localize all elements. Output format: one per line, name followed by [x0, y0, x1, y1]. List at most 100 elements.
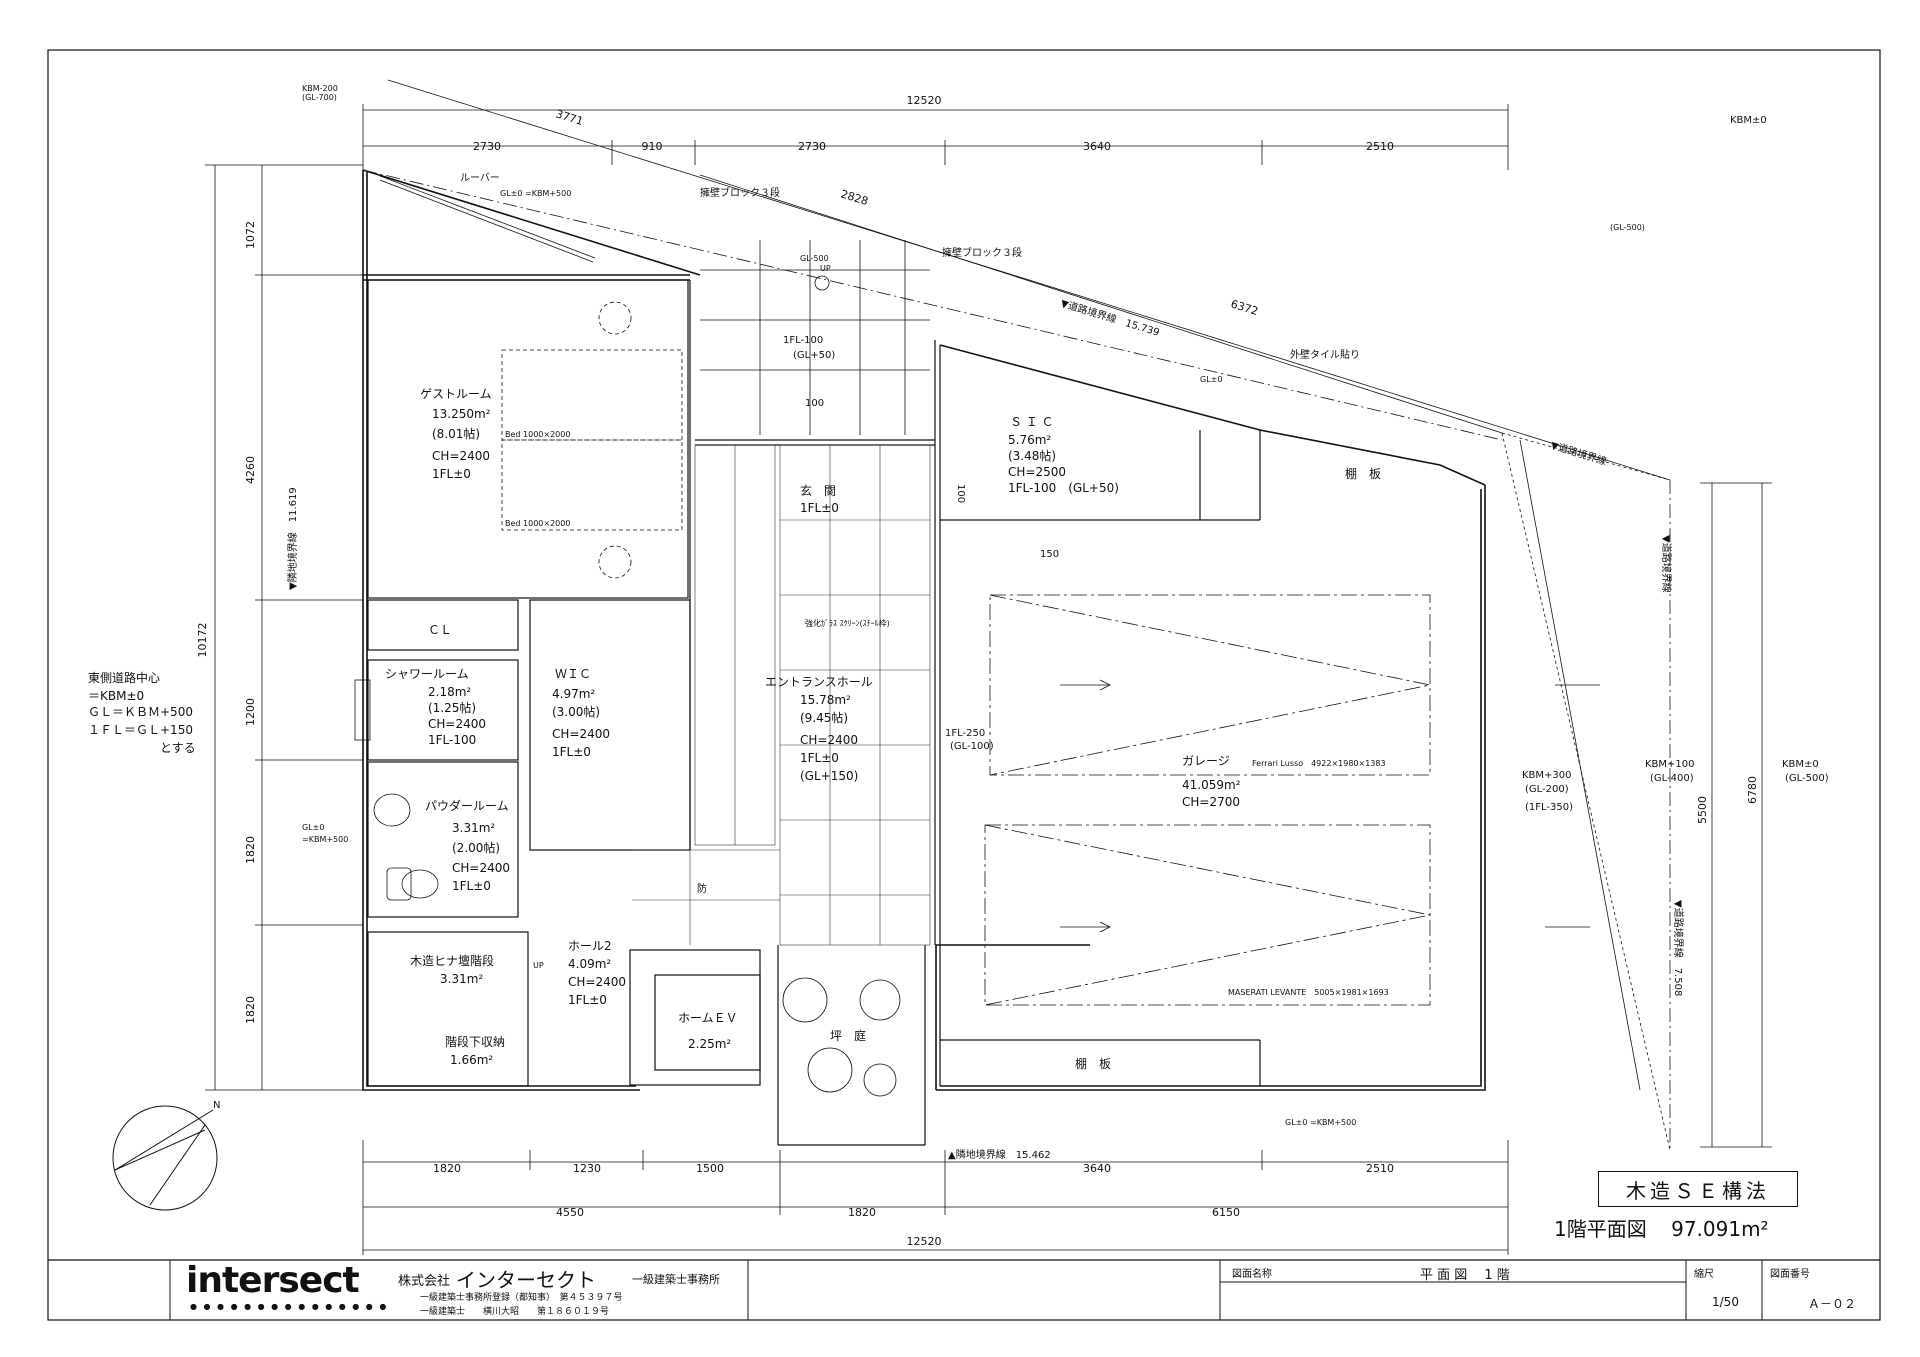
- shelf-label-1: 棚 板: [1345, 466, 1381, 481]
- dim-left-seg-5: 1820: [244, 996, 257, 1024]
- diagonal-lines: [362, 79, 1671, 1151]
- garage-side-3: (1FL-350): [1525, 802, 1573, 813]
- exterior-tile-note: 外壁タイル貼り: [1290, 348, 1360, 361]
- upper-stairs: [379, 175, 930, 435]
- garage-area: 41.059m²: [1182, 778, 1241, 792]
- up-note: UP: [533, 961, 544, 970]
- level-right-gl: (GL-500): [1610, 223, 1645, 232]
- left-dimensions: [205, 164, 363, 1091]
- entrance-name: 玄 関: [800, 483, 836, 498]
- shower-room-name: シャワールーム: [385, 667, 469, 681]
- courtyard-trees: [782, 977, 901, 1097]
- dim-left-total: 10172: [196, 623, 209, 658]
- wic-tatami: (3.00帖): [552, 704, 600, 719]
- storage-name: 階段下収納: [445, 1034, 505, 1049]
- dim-bottom-4: 3640: [1083, 1162, 1111, 1175]
- top-dimensions: [362, 104, 1509, 170]
- drawing-number-label: 図面番号: [1770, 1269, 1810, 1280]
- level-top-left: KBM-200: [302, 84, 338, 93]
- right-level-a1: KBM+100: [1645, 759, 1695, 770]
- shower-room-fl: 1FL-100: [428, 733, 476, 747]
- garage-fl-1: 1FL-250: [945, 728, 985, 739]
- east-note-2: ＝KBM±0: [88, 689, 144, 703]
- powder-room-ch: CH=2400: [452, 861, 510, 875]
- hall2-name: ホール2: [568, 939, 612, 953]
- dim-150: 150: [1040, 549, 1059, 560]
- floor-area-value: 97.091m²: [1671, 1217, 1769, 1241]
- interior-walls: [367, 279, 1261, 1146]
- entrance-fl: 1FL±0: [800, 501, 839, 515]
- bed-label-1: Bed 1000×2000: [505, 430, 570, 439]
- dim-top-seg-3: 2730: [798, 140, 826, 153]
- dim-left-seg-2: 4260: [244, 456, 257, 484]
- dim-right-outer: 6780: [1746, 776, 1759, 804]
- drawing-name-label: 図面名称: [1232, 1269, 1272, 1280]
- dim-left-seg-3: 1200: [244, 698, 257, 726]
- entry-gl-1: GL-500: [800, 254, 829, 263]
- sic-area: 5.76m²: [1008, 433, 1051, 447]
- gl-top-note: GL±0 =KBM+500: [500, 189, 571, 198]
- dim-top-seg-5: 2510: [1366, 140, 1394, 153]
- right-level-b2: (GL-500): [1785, 773, 1829, 784]
- powder-room-fl: 1FL±0: [452, 879, 491, 893]
- car1-label: Ferrari Lusso 4922×1980×1383: [1252, 759, 1386, 768]
- dim-top-total: 12520: [907, 94, 942, 107]
- right-dimensions: [1700, 482, 1772, 1148]
- drawing-number: Ａ－０２: [1808, 1297, 1857, 1311]
- north-compass: [112, 1105, 218, 1211]
- level-top-left-gl: (GL-700): [302, 93, 337, 102]
- glass-screen-note: 強化ｶﾞﾗｽ ｽｸﾘｰﾝ(ｽﾁｰﾙ枠): [805, 618, 890, 628]
- guest-room-fl: 1FL±0: [432, 467, 471, 481]
- entrance-hall-name: エントランスホール: [765, 675, 873, 689]
- garage-side-2: (GL-200): [1525, 784, 1569, 795]
- entrance-hall-ch: CH=2400: [800, 733, 858, 747]
- title-block-grid: [169, 1260, 1763, 1320]
- hall2-area: 4.09m²: [568, 957, 611, 971]
- floor-plan-title: 1階平面図: [1554, 1217, 1647, 1241]
- dim-top-seg-4: 3640: [1083, 140, 1111, 153]
- dim-diag-top: 3771: [554, 107, 585, 128]
- wall-block-note-1: 擁壁ブロック３段: [700, 186, 780, 199]
- garage-cars: [984, 594, 1431, 1006]
- wic-area: 4.97m²: [552, 687, 595, 701]
- left-gl-1: GL±0: [302, 823, 324, 832]
- drawing-name: 平 面 図 1 階: [1420, 1268, 1510, 1283]
- sic-fl: 1FL-100 (GL+50): [1008, 481, 1119, 495]
- louver-note: ルーバー: [460, 172, 500, 184]
- fixtures: [354, 679, 439, 901]
- home-ev-name: ホームＥＶ: [678, 1011, 738, 1025]
- shower-room-tatami: (1.25帖): [428, 700, 476, 715]
- left-gl-2: =KBM+500: [302, 835, 348, 844]
- dim-left-seg-4: 1820: [244, 836, 257, 864]
- registration-2: 一級建築士 横川大昭 第１８６０１９号: [420, 1307, 610, 1317]
- office-type: 一級建築士事務所: [632, 1273, 720, 1286]
- fire-note: 防: [697, 882, 707, 895]
- wic-name: ＷＩＣ: [555, 667, 591, 681]
- home-ev-area: 2.25m²: [688, 1037, 731, 1051]
- gl-mid-note: GL±0: [1200, 375, 1222, 384]
- garage-side-1: KBM+300: [1522, 770, 1572, 781]
- entrance-hall-gl: (GL+150): [800, 769, 858, 783]
- level-top-right: KBM±0: [1730, 115, 1767, 126]
- hall2-ch: CH=2400: [568, 975, 626, 989]
- sic-name: Ｓ Ｉ Ｃ: [1010, 415, 1054, 429]
- dim-top-seg-1: 2730: [473, 140, 501, 153]
- beds: [501, 301, 683, 579]
- dim-bottom-row2-1: 4550: [556, 1206, 584, 1219]
- dim-bottom-total: 12520: [907, 1235, 942, 1248]
- powder-room-area: 3.31m²: [452, 821, 495, 835]
- guest-room-ch: CH=2400: [432, 449, 490, 463]
- dim-bottom-3: 1500: [696, 1162, 724, 1175]
- hall2-fl: 1FL±0: [568, 993, 607, 1007]
- dim-right-inner: 5500: [1696, 796, 1709, 824]
- dim-bottom-1: 1820: [433, 1162, 461, 1175]
- registration-1: 一級建築士事務所登録（都知事） 第４５３９７号: [420, 1293, 623, 1303]
- car2-label: MASERATI LEVANTE 5005×1981×1693: [1228, 988, 1389, 997]
- bottom-gl: GL±0 =KBM+500: [1285, 1118, 1356, 1127]
- entrance-hall-tatami: (9.45帖): [800, 710, 848, 725]
- wall-block-note-2: 擁壁ブロック３段: [942, 246, 1022, 259]
- dim-left-seg-1: 1072: [244, 221, 257, 249]
- closet-label: ＣＬ: [428, 623, 452, 637]
- entry-fl-1: 1FL-100: [783, 335, 823, 346]
